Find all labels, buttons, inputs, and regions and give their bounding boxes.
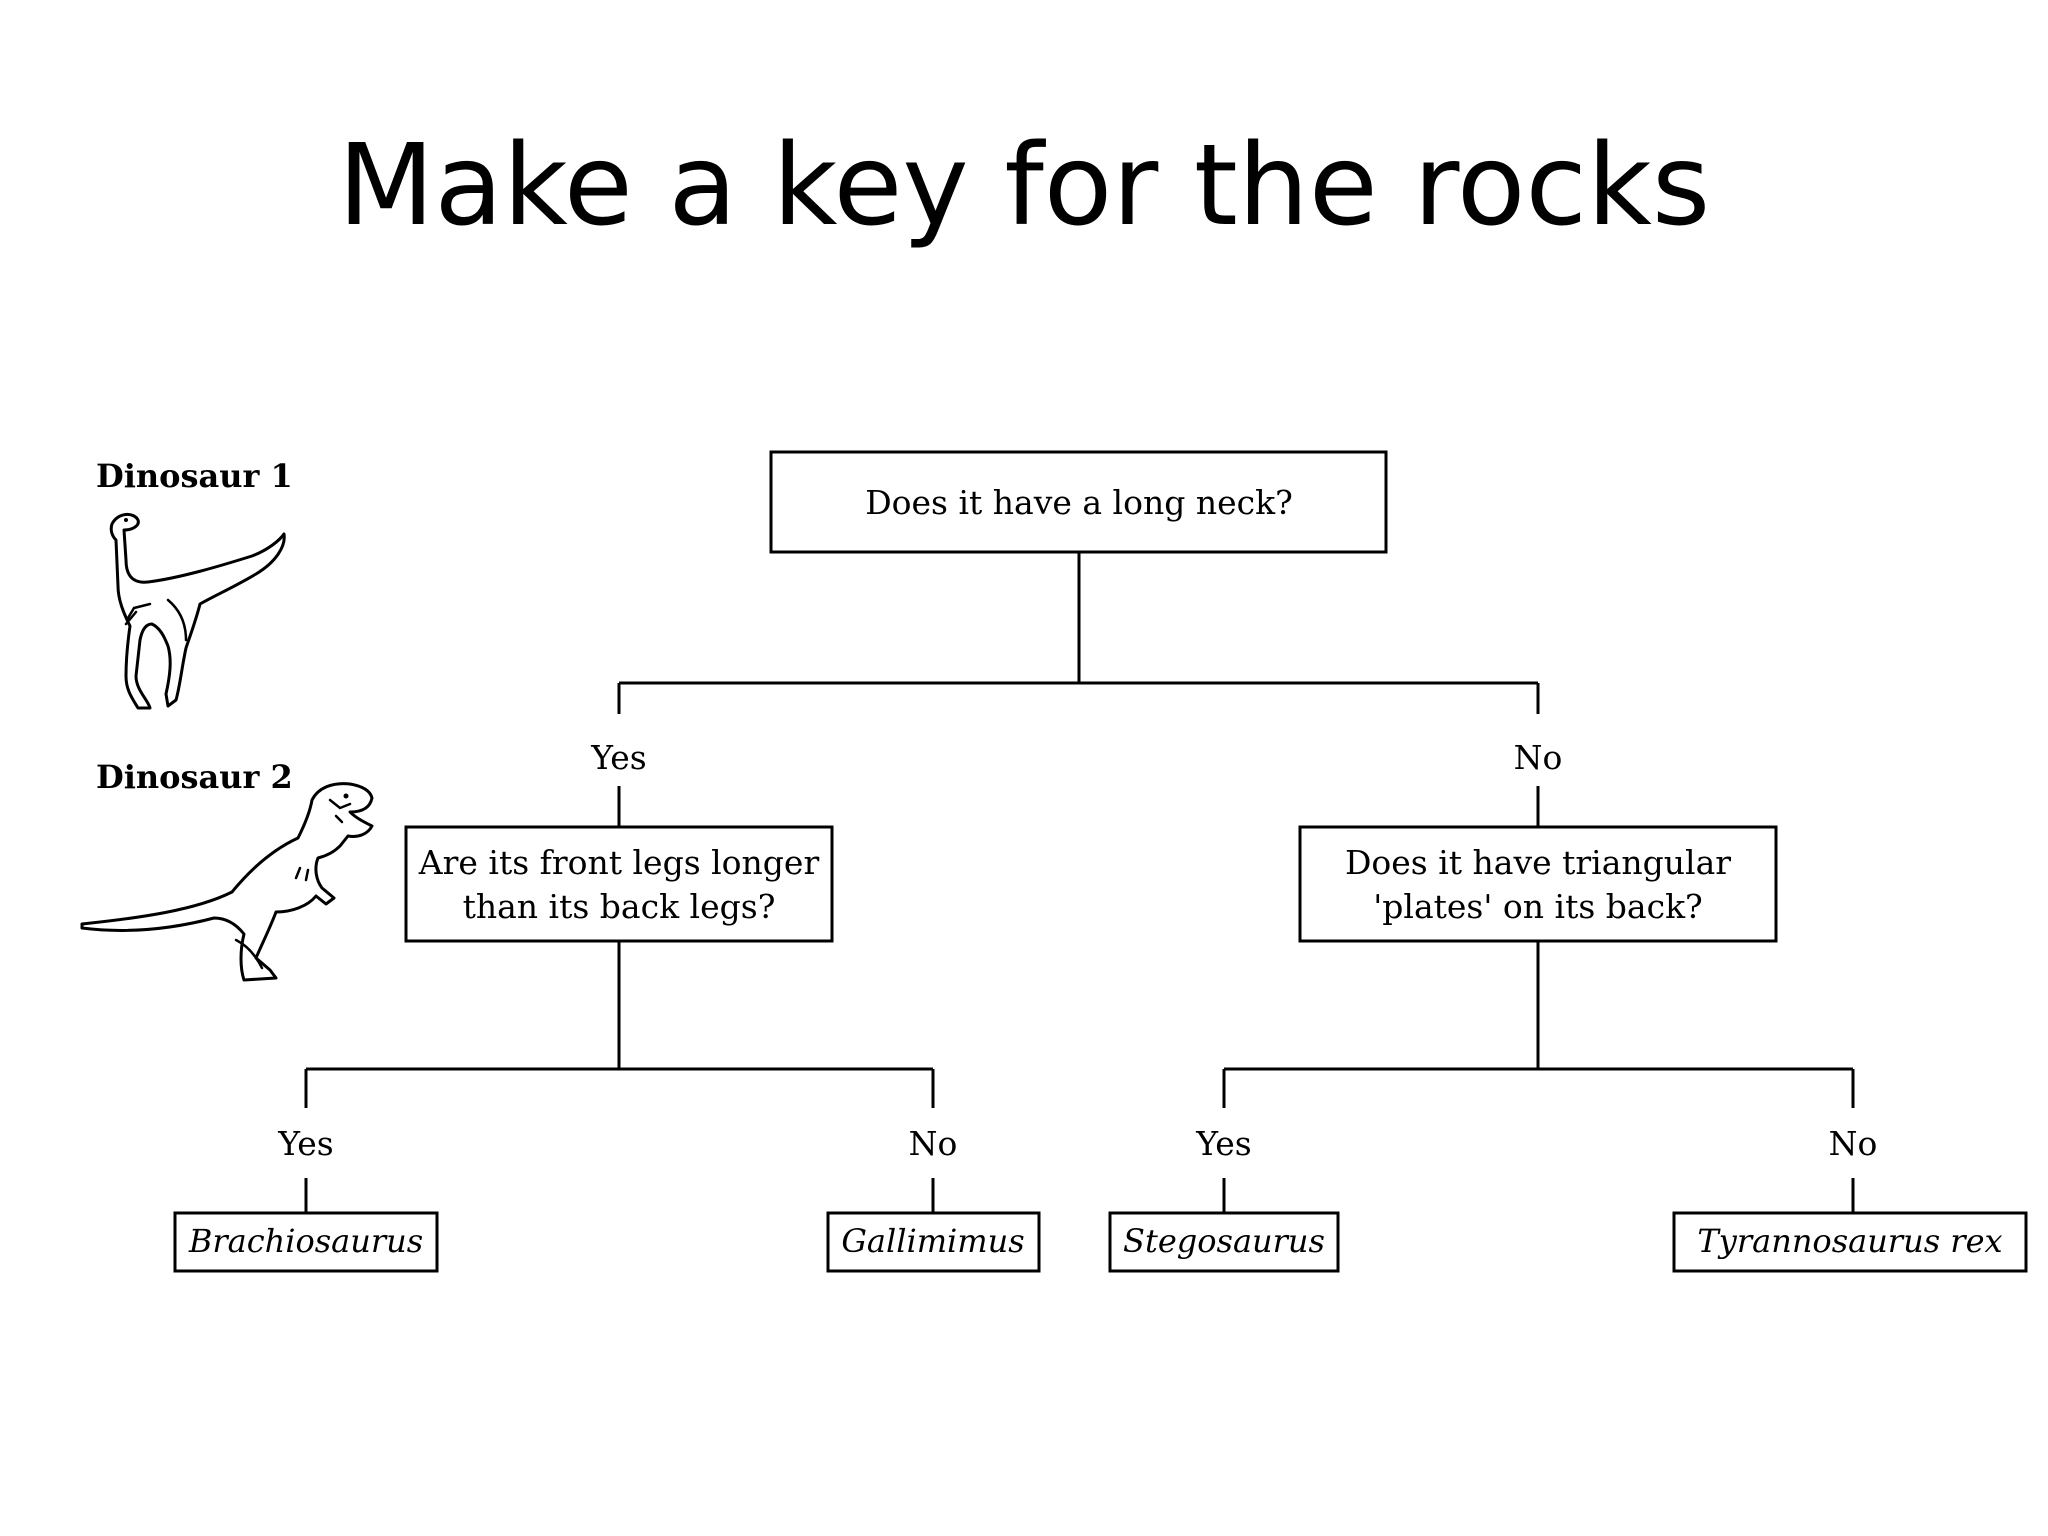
root-question-text: Does it have a long neck? [865, 483, 1293, 522]
dinosaur-1-label: Dinosaur 1 [96, 457, 293, 495]
plates-question-node: Does it have triangular 'plates' on its … [1298, 825, 1778, 943]
root-question-node: Does it have a long neck? [769, 450, 1388, 554]
branch-no-label: No [1514, 738, 1563, 777]
slide-title: Make a key for the rocks [337, 121, 1711, 251]
legs-branch-no-label: No [909, 1124, 958, 1163]
gallimimus-sketch-icon [109, 513, 286, 710]
tyrannosaurus-sketch-icon [80, 782, 374, 982]
key-connector-lines [304, 552, 1855, 1213]
leaf-stegosaurus-text: Stegosaurus [1123, 1222, 1325, 1260]
leaf-tyrannosaurus-rex-text: Tyrannosaurus rex [1697, 1222, 2002, 1260]
leaf-gallimimus: Gallimimus [826, 1211, 1041, 1273]
front-legs-question-line-1: Are its front legs longer [418, 843, 820, 882]
dinosaur-2-label: Dinosaur 2 [96, 758, 293, 796]
branch-yes-label: Yes [590, 738, 646, 777]
plates-branch-no-label: No [1829, 1124, 1878, 1163]
plates-question-line-1: Does it have triangular [1345, 843, 1731, 882]
plates-question-line-2: 'plates' on its back? [1373, 887, 1703, 926]
leaf-stegosaurus: Stegosaurus [1108, 1211, 1340, 1273]
plates-branch-yes-label: Yes [1195, 1124, 1251, 1163]
leaf-brachiosaurus-text: Brachiosaurus [188, 1222, 423, 1260]
leaf-brachiosaurus: Brachiosaurus [173, 1211, 439, 1273]
legs-branch-yes-label: Yes [277, 1124, 333, 1163]
front-legs-question-node: Are its front legs longer than its back … [404, 825, 834, 943]
leaf-tyrannosaurus-rex: Tyrannosaurus rex [1672, 1211, 2028, 1273]
leaf-gallimimus-text: Gallimimus [841, 1222, 1024, 1260]
front-legs-question-line-2: than its back legs? [463, 887, 776, 926]
